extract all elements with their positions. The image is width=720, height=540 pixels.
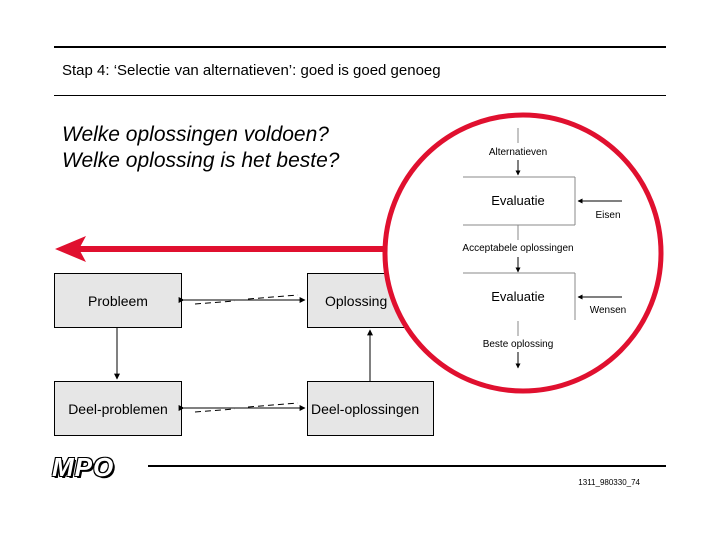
- label-eisen: Eisen: [595, 210, 621, 221]
- box-deel-problemen-label: Deel-problemen: [68, 400, 168, 417]
- box-deel-problemen: Deel-problemen: [54, 381, 182, 436]
- question-1: Welke oplossingen voldoen?: [62, 123, 329, 146]
- red-arrow: [55, 236, 385, 262]
- header-bottom-rule: [54, 95, 666, 96]
- connector-probleem-oplossing: [178, 294, 306, 305]
- mpo-logo: MPO: [52, 452, 115, 482]
- label-evaluatie-1: Evaluatie: [491, 193, 545, 208]
- evaluation-flow: [463, 128, 622, 369]
- box-deel-oplossingen-label: Deel-oplossingen: [311, 400, 420, 417]
- box-deel-oplossingen: Deel-oplossingen: [307, 381, 434, 436]
- header-top-rule: [54, 46, 666, 48]
- label-wensen: Wensen: [589, 305, 627, 316]
- box-probleem: Probleem: [54, 273, 182, 328]
- label-alternatieven: Alternatieven: [488, 147, 548, 158]
- slide-id: 1311_980330_74: [578, 478, 640, 487]
- connector-deelproblemen-deeloplossingen: [178, 402, 306, 413]
- highlight-circle: [382, 112, 664, 394]
- slide-title: Stap 4: ‘Selectie van alternatieven’: go…: [62, 62, 441, 79]
- label-evaluatie-2: Evaluatie: [491, 289, 545, 304]
- label-beste-oplossing: Beste oplossing: [482, 339, 554, 350]
- question-2: Welke oplossing is het beste?: [62, 149, 340, 172]
- label-acceptabele-oplossingen: Acceptabele oplossingen: [462, 243, 574, 254]
- box-probleem-label: Probleem: [88, 292, 148, 309]
- box-oplossing-label: Oplossing: [325, 292, 388, 309]
